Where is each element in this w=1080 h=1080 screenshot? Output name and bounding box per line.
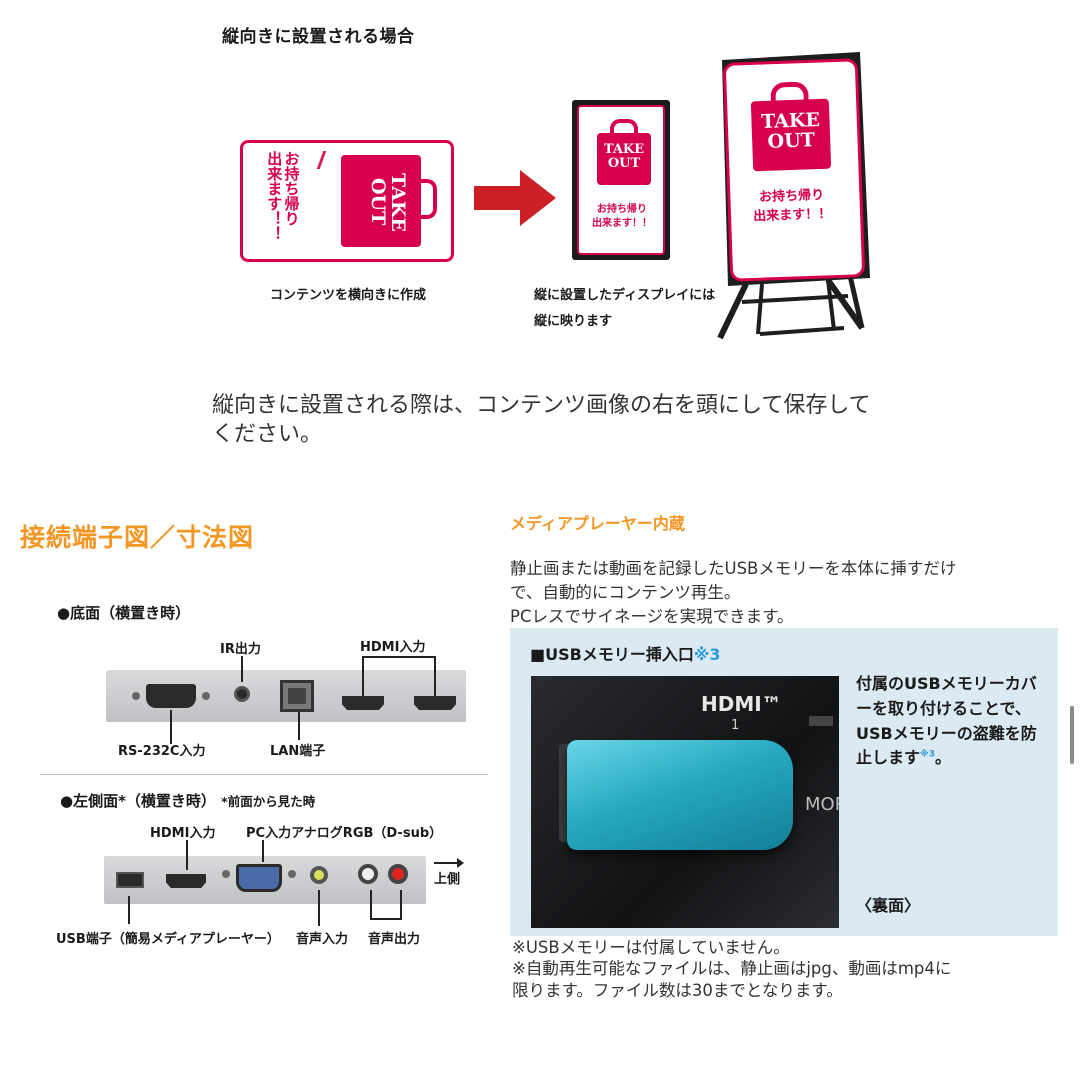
footnote-3: 限ります。ファイル数は30までとなります。 [512,980,843,1000]
leader-line [128,896,130,924]
media-desc-line1: 静止画または動画を記録したUSBメモリーを本体に挿すだけ [510,559,957,578]
orientation-note: 縦向きに設置される際は、コンテンツ画像の右を頭にして保存してください。 [212,393,871,447]
footnote-2: ※自動再生可能なファイルは、静止画はjpg、動画はmp4に [512,959,952,979]
audio-out-label: 音声出力 [368,932,421,947]
lan-port-icon [280,680,314,712]
leader-line [434,656,436,696]
side-connector-panel [104,856,426,904]
hdmi-port-icon [414,696,456,710]
audio-out-red-icon [388,864,408,884]
side-face-label: ●左側面*（横置き時） *前面から見た時 [60,792,316,810]
usb-port-icon [116,872,144,888]
hdmi-port-icon [342,696,384,710]
leader-line [362,656,364,696]
footnotes: ※USBメモリーは付属していません。 ※自動再生可能なファイルは、静止画はjpg… [512,937,1060,1001]
card-takeout-rotated: TAKE OUT [366,172,409,232]
leader-line [170,710,172,744]
leader-line [262,840,264,862]
leader-line [362,656,434,658]
side-hdmi-label: HDMI入力 [150,826,216,841]
bottom-connector-panel [106,670,466,722]
stand-message: お持ち帰り出来ます！！ [753,187,832,225]
caption-landscape: コンテンツを横向きに作成 [270,288,427,303]
usb-slot-title: ■USBメモリー挿入口※3 [530,645,721,664]
orientation-heading: 縦向きに設置される場合 [222,27,415,47]
photo-hdmi-number: 1 [731,718,740,733]
leader-line [400,890,402,918]
leader-line [186,840,188,870]
takeout-line1: TAKE [603,142,645,157]
arrow-right-icon [434,858,464,868]
leader-line [370,918,402,920]
ir-output-label: IR出力 [220,642,261,657]
landscape-content-card: お持ち帰り出来ます！！ TAKE OUT [240,140,454,262]
connectors-title: 接続端子図／寸法図 [20,523,255,552]
right-arrow-icon [474,170,556,226]
usb-photo: HDMI™ 1 MOR [531,676,839,928]
takeout-line2: OUT [607,155,641,171]
rs232c-port-icon [132,682,210,710]
leader-line [298,712,300,740]
back-side-label: 〈裏面〉 [856,896,921,915]
upper-side-indicator: 上側 [434,858,464,887]
bottom-face-label: ●底面（横置き時） [57,604,191,622]
caption-portrait-line1: 縦に設置したディスプレイには [534,288,716,303]
audio-out-white-icon [358,864,378,884]
card-message-rotated: お持ち帰り出来ます！！ [265,151,301,241]
audio-in-label: 音声入力 [296,932,349,947]
rs232c-label: RS-232C入力 [118,744,206,759]
sparkle-marks [305,151,327,169]
leader-line [370,890,372,918]
vga-port-icon [236,864,282,892]
display-message: お持ち帰り出来ます！！ [592,204,652,229]
hdmi-port-icon [166,874,206,888]
media-desc-line2: で、自動的にコンテンツ再生。 [510,583,741,602]
usb-memory-icon [567,740,793,850]
media-player-title: メディアプレーヤー内蔵 [510,514,685,533]
footnote-1: ※USBメモリーは付属していません。 [512,938,790,957]
usb-cover-text: 付属のUSBメモリーカバーを取り付けることで、USBメモリーの盗難を防止します※… [856,674,1037,768]
takeout-bag-icon: TAKE OUT [341,155,437,247]
photo-mor-text: MOR [805,794,839,815]
divider [40,774,488,775]
media-desc-line3: PCレスでサイネージを実現できます。 [510,607,794,626]
usb-port-label: USB端子（簡易メディアプレーヤー） [56,932,280,947]
hdmi-input-label: HDMI入力 [360,640,426,655]
lan-label: LAN端子 [270,744,326,759]
pc-input-label: PC入力アナログRGB（D-sub） [246,826,443,841]
audio-in-jack-icon [310,866,328,884]
ir-jack-icon [234,686,250,702]
leader-line [241,656,243,682]
scrollbar[interactable] [1070,706,1074,764]
caption-portrait-line2: 縦に映ります [534,314,613,329]
leader-line [318,890,320,926]
photo-hdmi-text: HDMI™ [701,692,782,716]
